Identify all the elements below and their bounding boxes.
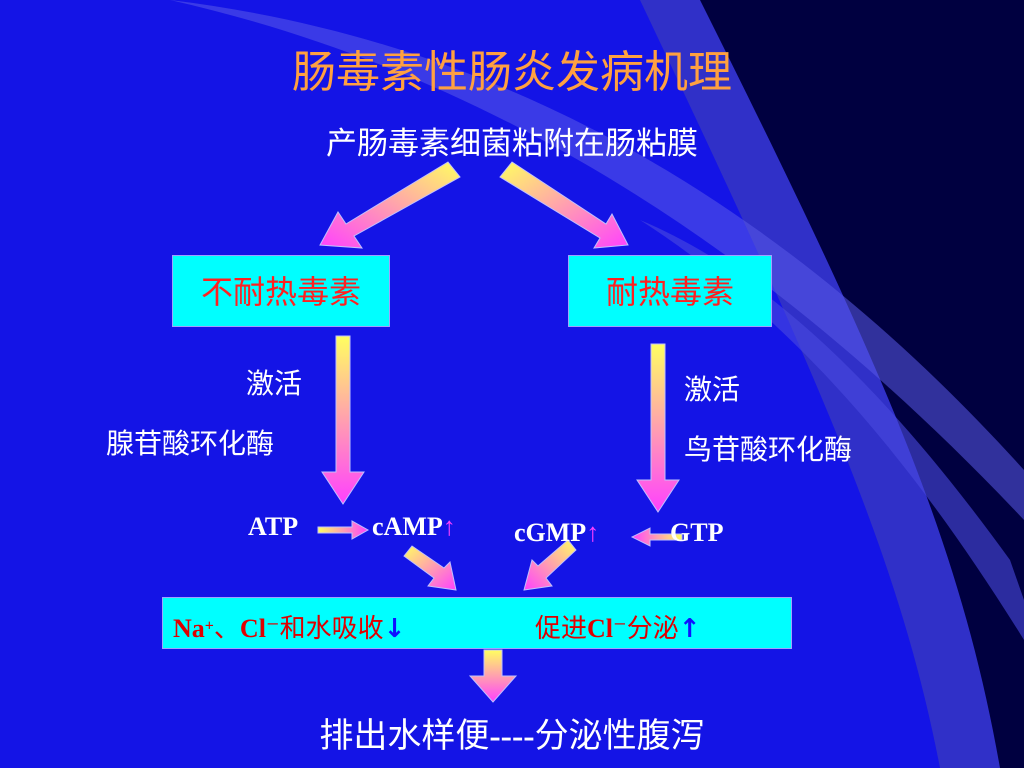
camp-label: cAMP↑ (372, 512, 456, 542)
arrow-camp-effect (403, 545, 457, 591)
cgmp-text: cGMP (514, 518, 587, 547)
bacteria-adhesion-text: 产肠毒素细菌粘附在肠粘膜 (326, 126, 698, 162)
arrow-atp-camp (317, 520, 370, 540)
arrow-left-down (321, 335, 365, 505)
up-arrow-icon: ↑ (678, 614, 701, 644)
camp-text: cAMP (372, 512, 443, 541)
up-arrow-icon: ↑ (442, 512, 456, 541)
adenylate-cyclase-label: 腺苷酸环化酶 (106, 427, 275, 460)
outcome-prefix: 排出水样便 (319, 716, 490, 756)
arrow-gtp-cgmp (630, 527, 683, 547)
outcome-suffix: 分泌性腹泻 (534, 716, 705, 756)
absorption-effect: Na+、Cl⁻和水吸收↓ (173, 608, 405, 645)
outcome-dash: ---- (489, 718, 535, 755)
arrow-cgmp-effect (523, 539, 577, 591)
guanylate-cyclase-label: 鸟苷酸环化酶 (684, 433, 853, 466)
heat-labile-toxin-label: 不耐热毒素 (200, 273, 361, 311)
promote-text: 促进 (535, 614, 588, 644)
na-text: Na (173, 614, 205, 643)
heat-stable-toxin-box: 耐热毒素 (568, 255, 772, 327)
heat-stable-toxin-label: 耐热毒素 (605, 273, 734, 311)
slide-title: 肠毒素性肠炎发病机理 (292, 47, 732, 98)
cl-charge: ⁻ (613, 614, 627, 644)
arrow-effect-bottom (468, 649, 518, 703)
separator: 、 (213, 614, 240, 644)
right-activate-label: 激活 (684, 373, 741, 406)
cl-text: Cl (587, 614, 614, 643)
heat-labile-toxin-box: 不耐热毒素 (172, 255, 390, 327)
arrow-top-left (319, 161, 461, 249)
atp-label: ATP (248, 512, 299, 541)
cl-text: Cl (239, 614, 266, 643)
secretion-effect: 促进Cl⁻分泌↑ (535, 608, 701, 645)
gtp-label: GTP (670, 518, 724, 547)
arrow-top-right (499, 161, 629, 249)
secretion-text: 分泌 (626, 614, 679, 644)
outcome-text: 排出水样便----分泌性腹泻 (0, 708, 1024, 757)
arrow-right-down (636, 343, 680, 513)
ion-effect-box: Na+、Cl⁻和水吸收↓ 促进Cl⁻分泌↑ (162, 597, 792, 649)
na-charge: + (204, 617, 214, 635)
left-activate-label: 激活 (246, 367, 303, 400)
water-absorption-text: 和水吸收 (279, 614, 384, 644)
up-arrow-icon: ↑ (586, 518, 600, 547)
down-arrow-icon: ↓ (383, 614, 406, 644)
cgmp-label: cGMP↑ (514, 518, 599, 548)
cl-charge: ⁻ (265, 614, 280, 644)
